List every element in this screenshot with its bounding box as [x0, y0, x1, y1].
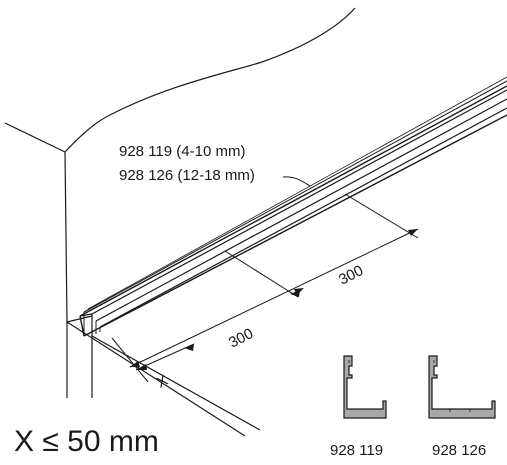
wall-outline [4, 7, 356, 323]
dimension-arrows [130, 229, 418, 370]
dimension-lines [111, 193, 419, 383]
part-label-1: 928 119 (4-10 mm) [119, 143, 245, 160]
constraint-formula: X ≤ 50 mm [14, 425, 159, 458]
profile-section-928-119 [343, 355, 387, 419]
rail-profile [79, 76, 507, 337]
spacing-label-lower: 300 [226, 325, 256, 352]
part-leader [282, 176, 311, 187]
profile-label-928-119: 928 119 [330, 442, 383, 459]
part-label-2: 928 126 (12-18 mm) [119, 167, 255, 184]
countertop [66, 315, 261, 437]
profile-section-928-126 [428, 355, 496, 419]
profile-label-928-126: 928 126 [432, 442, 486, 459]
edge-distance-label: X [154, 372, 171, 392]
